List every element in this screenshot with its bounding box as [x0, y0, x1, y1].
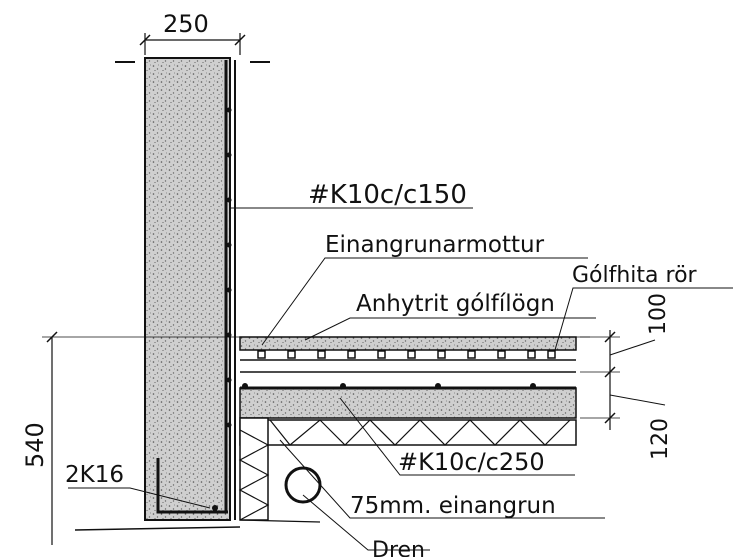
- floor-heating-pipes: [257, 350, 556, 359]
- screed-label: Anhytrit gólfílögn: [356, 291, 555, 317]
- wall-rebar: [224, 60, 236, 520]
- corner-bars-label: 2K16: [65, 462, 124, 488]
- slab-thickness-label: 120: [648, 418, 673, 460]
- floor-slab: [239, 387, 577, 419]
- wall-width-label: 250: [163, 10, 209, 38]
- screed-thickness-label: 100: [646, 293, 671, 335]
- footing-height-dimension: [42, 331, 590, 545]
- corner-bar-dot: [212, 505, 218, 511]
- slab-rebar-label: #K10c/c250: [398, 448, 545, 476]
- footing-height-label: 540: [21, 422, 49, 468]
- wall-width-dimension: [115, 33, 270, 63]
- insulation-75-label: 75mm. einangrun: [350, 493, 556, 519]
- leader-lines: [68, 207, 733, 551]
- floor-heating-label: Gólfhita rör: [572, 263, 698, 288]
- wall-rebar-label: #K10c/c150: [308, 180, 467, 210]
- wall-concrete: [144, 57, 231, 521]
- screed-layer: [239, 336, 577, 351]
- drain-pipe: [284, 466, 322, 504]
- right-dimensions: [580, 330, 666, 430]
- drain-label: Dren: [372, 538, 425, 557]
- insulation-along-wall: [239, 417, 269, 521]
- insulation-mat-label: Einangrunarmottur: [325, 232, 545, 258]
- corner-bars-hook: [156, 458, 228, 514]
- slab-rebar-dots: [242, 383, 536, 389]
